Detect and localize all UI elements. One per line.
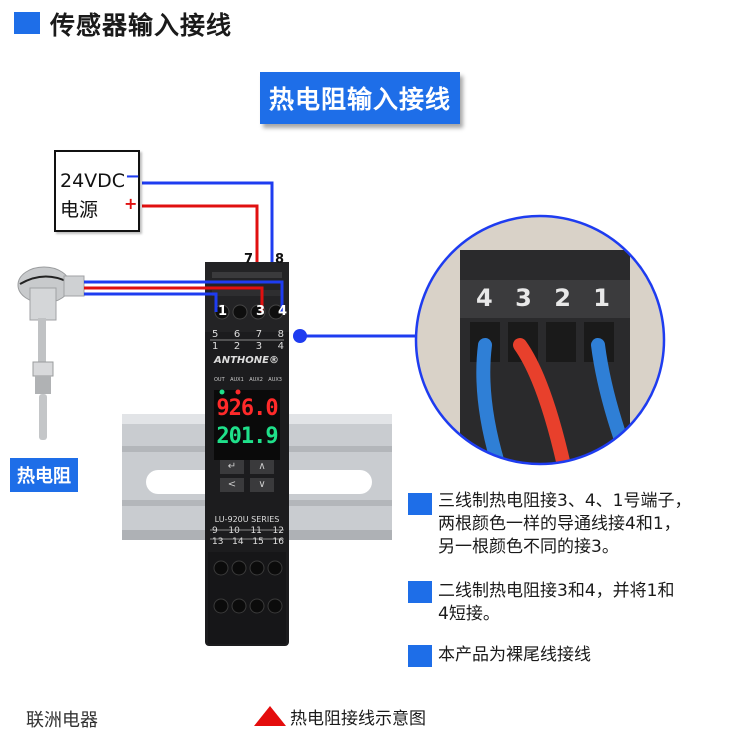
indicator-out: OUT: [214, 377, 225, 383]
indicator-aux2: AUX2: [249, 377, 263, 383]
down-button[interactable]: ∨: [258, 479, 266, 490]
device-brand: ANTHONE®: [214, 355, 279, 366]
closeup-label-3: 3: [515, 284, 532, 312]
enter-button[interactable]: ↵: [227, 461, 237, 472]
bullet-square-icon: [408, 493, 432, 515]
terminal-num: 6: [233, 329, 241, 340]
power-supply-voltage: 24VDC: [60, 170, 126, 192]
terminal-num: 7: [255, 329, 263, 340]
indicator-aux1: AUX1: [230, 377, 244, 383]
up-button[interactable]: ∧: [258, 461, 266, 472]
terminal-row-1-4: 1 2 3 4: [212, 341, 284, 352]
terminal-num: 9: [212, 526, 218, 536]
indicator-labels: OUT AUX1 AUX2 AUX3: [214, 377, 282, 383]
footer-brand: 联洲电器: [26, 710, 98, 731]
sv-display: 201.9: [216, 424, 278, 449]
input-terminal-4: 4: [278, 304, 288, 319]
terminal-num: 13: [212, 537, 224, 547]
power-supply-box: [54, 150, 140, 232]
terminal-row-9-12: 9 10 11 12: [212, 526, 284, 536]
terminal-num: 10: [228, 526, 240, 536]
note-line: 二线制热电阻接3和4，并将1和: [438, 581, 675, 601]
closeup-label-1: 1: [593, 284, 610, 312]
minus-terminal-icon: −: [125, 166, 141, 187]
title-square-icon: [14, 12, 40, 34]
left-button[interactable]: <: [227, 479, 237, 490]
closeup-label-2: 2: [554, 284, 571, 312]
terminal-num: 12: [272, 526, 284, 536]
terminal-num: 1: [212, 341, 219, 352]
terminal-num: 16: [272, 537, 284, 547]
terminal-num: 4: [277, 341, 284, 352]
terminal-num: 5: [212, 329, 219, 340]
input-terminal-1: 1: [218, 304, 228, 319]
input-terminal-3: 3: [256, 304, 266, 319]
plus-terminal-icon: +: [124, 194, 138, 213]
terminal-row-13-16: 13 14 15 16: [212, 537, 284, 547]
note-two-wire: 二线制热电阻接3和4，并将1和 4短接。: [438, 580, 674, 626]
pv-display: 926.0: [216, 396, 278, 421]
terminal-num: 3: [255, 341, 263, 352]
terminal-7-label: 7: [244, 252, 254, 267]
terminal-closeup: [416, 216, 664, 464]
terminal-8-label: 8: [275, 252, 285, 267]
power-supply-label: 电源: [60, 199, 99, 221]
note-line: 4短接。: [438, 604, 500, 624]
terminal-num: 11: [250, 526, 262, 536]
note-line: 两根颜色一样的导通线接4和1，: [438, 514, 681, 534]
rtd-sensor-illustration: [17, 266, 85, 440]
triangle-icon: [254, 706, 286, 726]
note-bare-wire: 本产品为裸尾线接线: [438, 644, 591, 667]
terminal-num: 8: [277, 329, 284, 340]
terminal-num: 14: [232, 537, 244, 547]
section-banner: 热电阻输入接线: [260, 72, 460, 124]
page-title: 传感器输入接线: [50, 11, 233, 40]
footer-caption: 热电阻接线示意图: [290, 709, 426, 729]
note-three-wire: 三线制热电阻接3、4、1号端子， 两根颜色一样的导通线接4和1， 另一根颜色不同…: [438, 490, 691, 559]
terminal-row-5-8: 5 6 7 8: [212, 329, 284, 340]
note-line: 另一根颜色不同的接3。: [438, 537, 619, 557]
bullet-square-icon: [408, 645, 432, 667]
note-line: 三线制热电阻接3、4、1号端子，: [438, 491, 692, 511]
terminal-num: 2: [233, 341, 241, 352]
indicator-aux3: AUX3: [268, 377, 282, 383]
bullet-square-icon: [408, 581, 432, 603]
closeup-terminal-labels: 4 3 2 1: [470, 284, 616, 312]
closeup-label-4: 4: [476, 284, 493, 312]
rtd-label: 热电阻: [10, 458, 78, 492]
controller-device: [205, 262, 289, 646]
device-series: LU-920U SERIES: [214, 515, 280, 524]
note-line: 本产品为裸尾线接线: [438, 645, 591, 665]
terminal-num: 15: [252, 537, 264, 547]
